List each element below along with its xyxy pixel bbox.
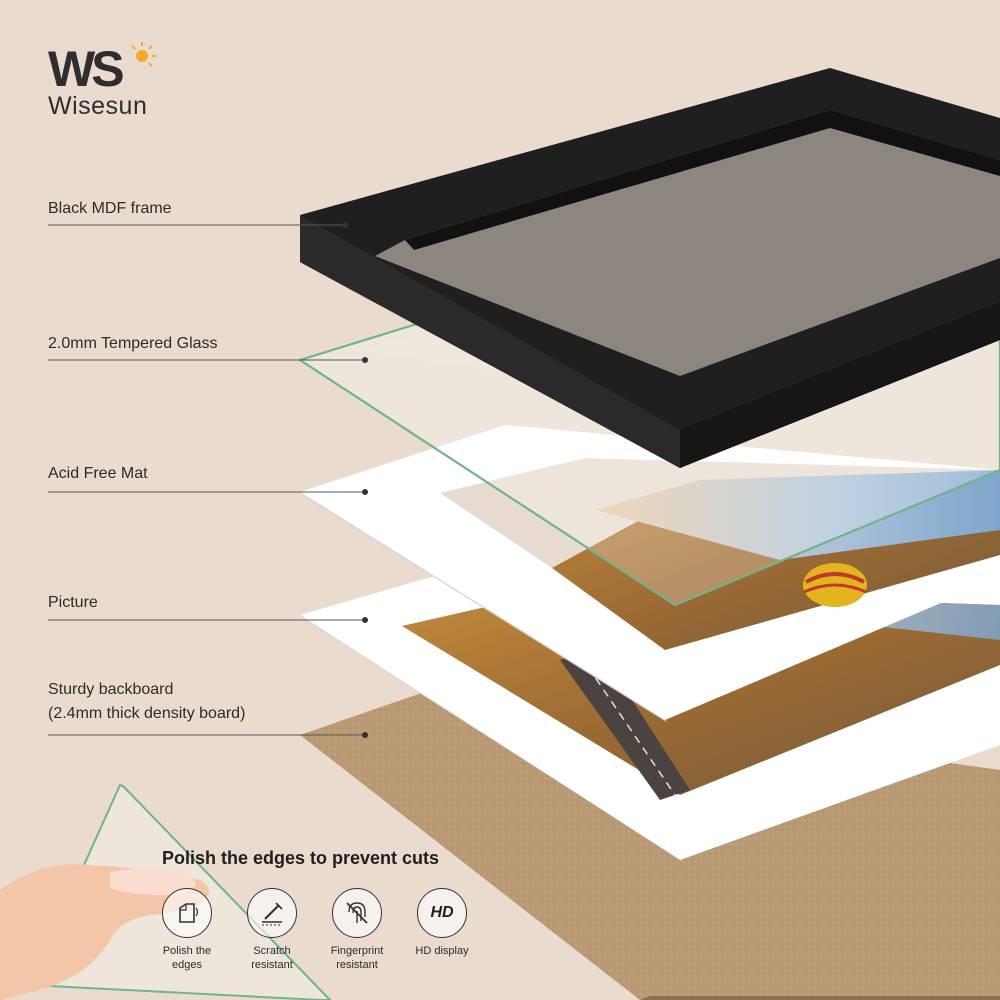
feature-hd-display: HD HD display xyxy=(397,888,487,958)
brand-mark: WS xyxy=(48,41,156,95)
feature-label: Fingerprint resistant xyxy=(330,945,384,971)
feature-scratch-resistant: Scratch resistant xyxy=(227,888,317,972)
feature-polish-edges: Polish the edges xyxy=(142,888,232,972)
feature-label: Polish the edges xyxy=(162,945,212,971)
hd-icon: HD xyxy=(417,888,467,938)
sun-icon xyxy=(136,50,148,62)
label-picture: Picture xyxy=(48,594,98,611)
polish-edge-icon xyxy=(162,888,212,938)
label-mdf-frame: Black MDF frame xyxy=(48,200,172,217)
label-backboard-detail: (2.4mm thick density board) xyxy=(48,705,246,722)
brand-letters: WS xyxy=(48,41,123,95)
brand-name: Wisesun xyxy=(48,92,148,120)
frame-opening xyxy=(375,110,1000,376)
feature-label: HD display xyxy=(415,945,469,957)
fingerprint-icon xyxy=(332,888,382,938)
label-backboard: Sturdy backboard xyxy=(48,681,174,698)
feature-fingerprint-resistant: Fingerprint resistant xyxy=(312,888,402,972)
edge-callout-title: Polish the edges to prevent cuts xyxy=(162,848,440,868)
feature-label: Scratch resistant xyxy=(251,945,293,971)
hd-badge: HD xyxy=(430,904,454,921)
label-tempered-glass: 2.0mm Tempered Glass xyxy=(48,335,218,352)
scratch-resistant-icon xyxy=(247,888,297,938)
finger-illustration xyxy=(0,864,209,1000)
label-acid-free-mat: Acid Free Mat xyxy=(48,465,148,482)
